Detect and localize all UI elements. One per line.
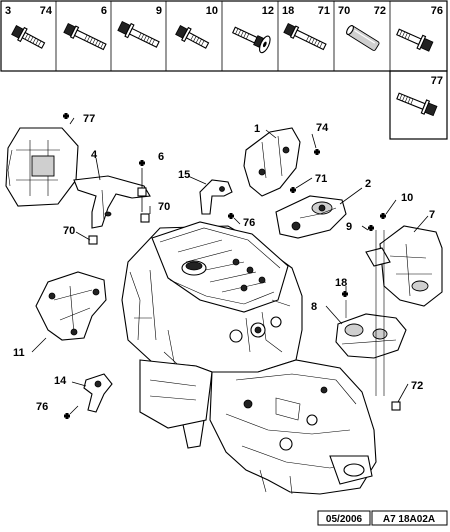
callout-72: 72 xyxy=(411,380,423,392)
mount-support-part-8 xyxy=(335,313,407,359)
callout-71: 71 xyxy=(315,173,327,185)
footer-reference: A7 18A02A xyxy=(383,514,435,525)
callout-70-lower: 70 xyxy=(63,225,75,237)
lower-bracket-part-11 xyxy=(35,271,107,341)
engine-gearbox-assembly xyxy=(121,221,377,495)
callout-14: 14 xyxy=(54,375,67,387)
table-label-18: 18 xyxy=(282,5,294,17)
engine-mount-part-2 xyxy=(275,195,347,239)
callout-9: 9 xyxy=(346,221,352,233)
mount-bracket-part-1 xyxy=(243,127,301,197)
callout-74: 74 xyxy=(316,122,329,134)
bolt-flange-icon xyxy=(11,25,46,49)
table-label-3: 3 xyxy=(5,5,11,17)
table-label-77: 77 xyxy=(431,75,443,87)
bolt-long-icon xyxy=(396,92,438,117)
fastener-markers xyxy=(63,113,401,419)
callout-8: 8 xyxy=(311,301,317,313)
leader-lines xyxy=(31,117,429,415)
callout-1: 1 xyxy=(254,123,260,135)
bolt-long-icon xyxy=(283,22,327,51)
callout-labels: 77 1 74 4 6 71 2 15 70 70 76 10 9 7 18 8… xyxy=(13,113,435,413)
callout-76-upper: 76 xyxy=(243,217,255,229)
fastener-table: 3 74 6 9 10 12 18 71 70 72 76 77 xyxy=(0,0,448,140)
sleeve-icon xyxy=(346,25,380,51)
table-label-12: 12 xyxy=(262,5,274,17)
table-label-71: 71 xyxy=(318,5,330,17)
footer-date: 05/2006 xyxy=(326,514,363,525)
callout-7: 7 xyxy=(429,209,435,221)
bolt-long-icon xyxy=(63,22,107,51)
bracket-part-4 xyxy=(73,175,151,229)
bolt-flange-icon xyxy=(175,25,210,49)
table-label-72: 72 xyxy=(374,5,386,17)
table-label-76: 76 xyxy=(431,5,443,17)
bracket-part-15 xyxy=(199,179,233,215)
callout-4: 4 xyxy=(91,149,98,161)
table-label-70: 70 xyxy=(338,5,350,17)
table-label-10: 10 xyxy=(206,5,218,17)
table-label-6: 6 xyxy=(101,5,107,17)
callout-6: 6 xyxy=(158,151,164,163)
callout-18: 18 xyxy=(335,277,347,289)
engine-cover-part-77 xyxy=(5,127,79,207)
callout-2: 2 xyxy=(365,178,371,190)
clip-part-14 xyxy=(83,373,113,413)
callout-70-upper: 70 xyxy=(158,201,170,213)
callout-15: 15 xyxy=(178,169,190,181)
footer: 05/2006 A7 18A02A xyxy=(317,510,448,526)
bolt-flange-icon xyxy=(396,28,434,52)
callout-10: 10 xyxy=(401,192,413,204)
callout-76-lower: 76 xyxy=(36,401,48,413)
table-label-74: 74 xyxy=(40,5,53,17)
callout-11: 11 xyxy=(13,347,25,359)
callout-77: 77 xyxy=(83,113,95,125)
gearbox-mount-part-7 xyxy=(379,225,443,307)
stud-washer-icon xyxy=(232,26,271,54)
bolt-long-icon xyxy=(117,20,160,48)
table-label-9: 9 xyxy=(156,5,162,17)
